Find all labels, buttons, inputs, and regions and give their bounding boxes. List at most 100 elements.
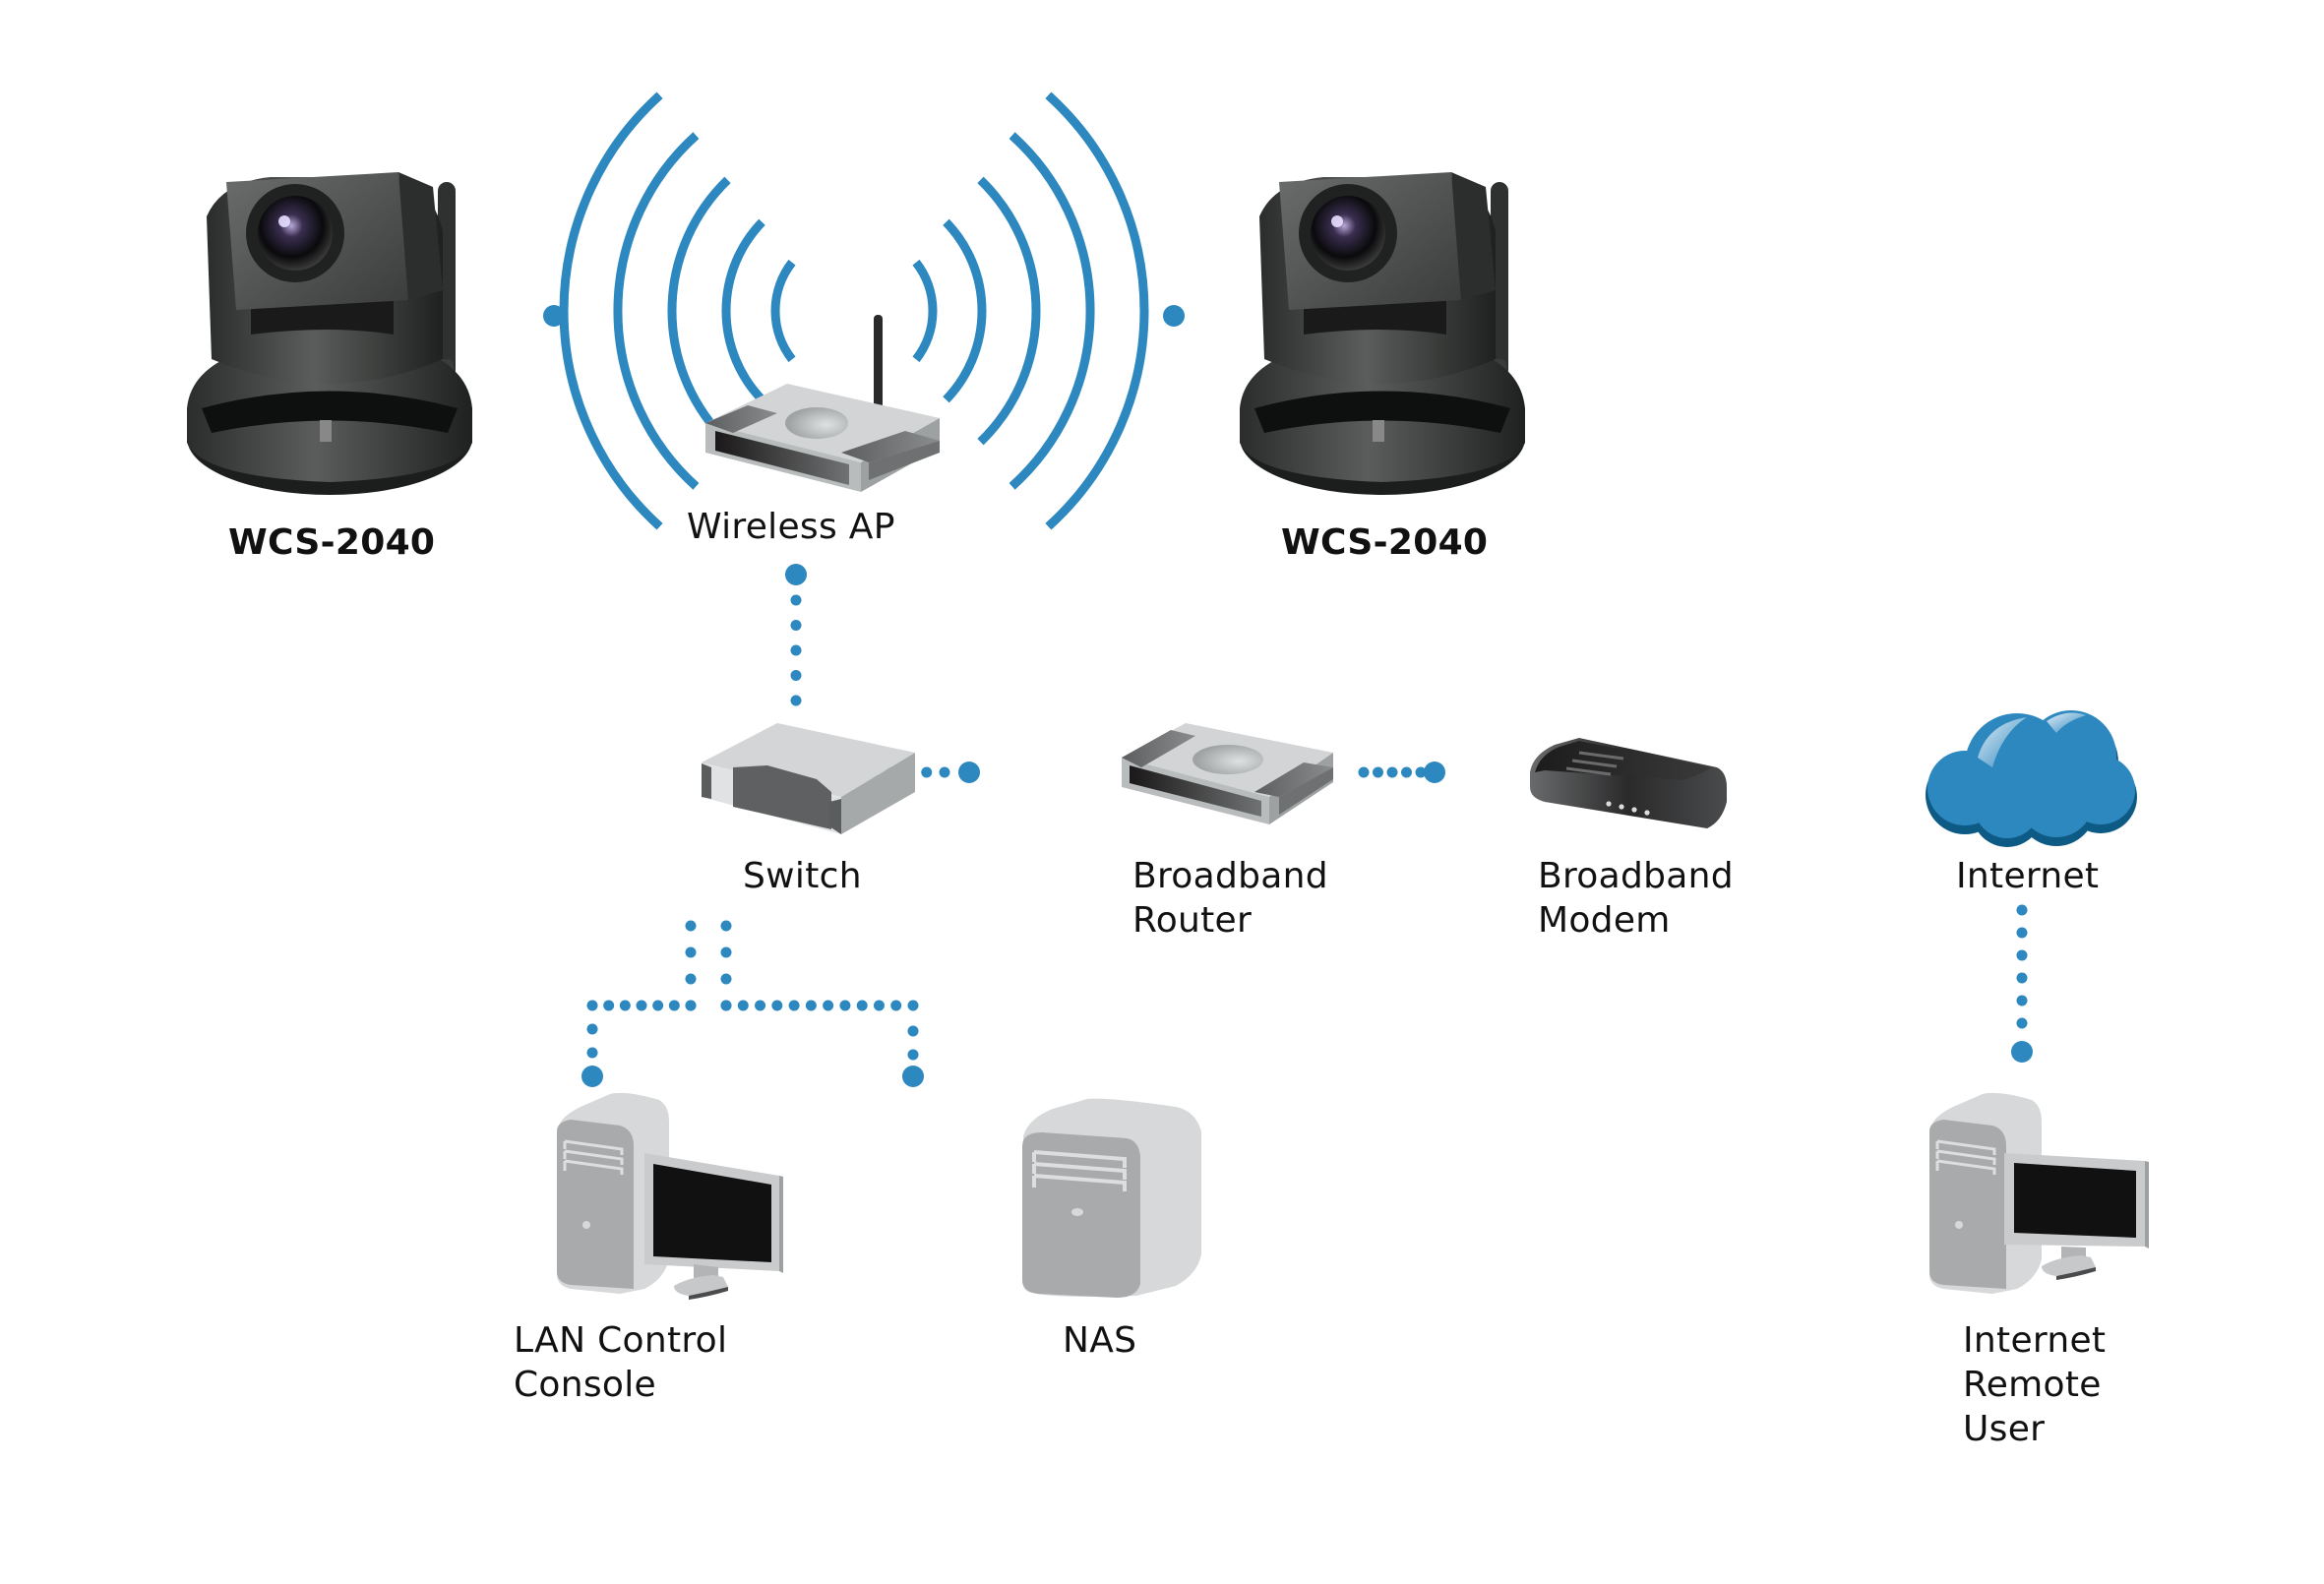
- server-tower-icon: [1022, 1098, 1201, 1298]
- desktop-computer-icon: [557, 1092, 783, 1300]
- link-dot: [2016, 972, 2028, 984]
- modem-icon: [1530, 738, 1727, 828]
- link-dot: [720, 946, 732, 958]
- link-dot: [755, 1000, 766, 1011]
- node-label-lan-console: LAN Control Console: [514, 1318, 727, 1407]
- link-dot: [2016, 1017, 2028, 1029]
- node-label-broadband-modem: Broadband Modem: [1538, 854, 1734, 943]
- link-dot: [839, 1000, 851, 1011]
- link-endpoint-dot: [1424, 762, 1445, 783]
- link-endpoint-dot: [2011, 1041, 2033, 1063]
- link-dot: [907, 1000, 919, 1011]
- label-line: Broadband: [1132, 856, 1328, 896]
- link-dot: [668, 1000, 680, 1011]
- label-line: Remote: [1963, 1365, 2102, 1405]
- label-line: Router: [1132, 900, 1253, 941]
- link-dot: [652, 1000, 664, 1011]
- link-dot: [720, 1000, 732, 1011]
- wireless-endpoint-dot: [543, 305, 565, 327]
- link-dot: [586, 1047, 598, 1059]
- signal-wave-left: [667, 176, 731, 446]
- link-dot: [2016, 949, 2028, 961]
- link-dot: [685, 920, 697, 932]
- label-line: WCS-2040: [228, 522, 436, 563]
- label-line: NAS: [1063, 1320, 1137, 1361]
- link-dot: [771, 1000, 783, 1011]
- link-dot: [685, 973, 697, 985]
- cloud-icon: [1926, 710, 2137, 847]
- link-dot: [586, 1000, 598, 1011]
- link-dot: [805, 1000, 817, 1011]
- signal-wave-left: [721, 218, 765, 403]
- link-dot: [856, 1000, 868, 1011]
- label-line: Broadband: [1538, 856, 1734, 896]
- signal-wave-left: [559, 91, 663, 530]
- link-dot: [636, 1000, 647, 1011]
- label-line: Internet: [1963, 1320, 2107, 1361]
- signal-wave-right: [1045, 91, 1149, 530]
- signal-wave-right: [977, 176, 1041, 446]
- signal-wave-right: [943, 218, 987, 403]
- link-dot: [720, 920, 732, 932]
- link-dot: [921, 766, 933, 778]
- link-dot: [1401, 766, 1412, 778]
- link-dot: [685, 946, 697, 958]
- link-dot: [873, 1000, 885, 1011]
- node-label-camera-right: WCS-2040: [1281, 520, 1488, 565]
- link-dot: [790, 644, 802, 656]
- link-dot: [823, 1000, 834, 1011]
- wireless-signal-waves: [559, 91, 1149, 530]
- link-endpoint-dot: [581, 1066, 603, 1087]
- router-icon: [1122, 723, 1333, 824]
- node-label-internet: Internet: [1956, 854, 2099, 898]
- label-line: User: [1963, 1409, 2046, 1449]
- link-dot: [1373, 766, 1383, 778]
- link-dot: [939, 766, 950, 778]
- link-dot: [907, 1025, 919, 1037]
- node-label-switch: Switch: [743, 854, 862, 898]
- link-dot: [603, 1000, 615, 1011]
- node-label-remote-user: Internet Remote User: [1963, 1318, 2106, 1451]
- link-endpoint-dot: [902, 1066, 924, 1087]
- wireless-endpoint-dot: [1163, 305, 1185, 327]
- ip-camera-icon: [187, 172, 472, 495]
- node-label-camera-left: WCS-2040: [228, 520, 435, 565]
- link-dot: [737, 1000, 749, 1011]
- label-line: Internet: [1956, 856, 2100, 896]
- link-dot: [788, 1000, 800, 1011]
- node-label-nas: NAS: [1063, 1318, 1136, 1363]
- link-dot: [790, 594, 802, 606]
- desktop-computer-icon: [1929, 1092, 2149, 1294]
- link-dot: [685, 1000, 697, 1011]
- signal-wave-left: [770, 259, 796, 363]
- link-dot: [586, 1023, 598, 1035]
- signal-wave-left: [613, 132, 700, 490]
- link-endpoint-dot: [785, 564, 807, 585]
- signal-wave-right: [912, 259, 938, 363]
- label-line: Modem: [1538, 900, 1671, 941]
- node-label-broadband-router: Broadband Router: [1132, 854, 1328, 943]
- link-dot: [790, 670, 802, 681]
- link-dot: [907, 1049, 919, 1061]
- link-dot: [790, 695, 802, 706]
- label-line: LAN Control: [514, 1320, 728, 1361]
- signal-wave-right: [1009, 132, 1095, 490]
- label-line: Switch: [743, 856, 862, 896]
- link-endpoint-dot: [958, 762, 980, 783]
- label-line: Wireless AP: [687, 507, 895, 547]
- link-dot: [1386, 766, 1398, 778]
- node-label-wireless-ap: Wireless AP: [687, 505, 895, 549]
- link-dot: [2016, 904, 2028, 916]
- link-dot: [720, 973, 732, 985]
- label-line: Console: [514, 1365, 657, 1405]
- link-dot: [2016, 927, 2028, 939]
- label-line: WCS-2040: [1281, 522, 1489, 563]
- link-dot: [890, 1000, 902, 1011]
- network-switch-icon: [702, 723, 915, 834]
- link-dot: [2016, 995, 2028, 1006]
- ip-camera-icon: [1240, 172, 1525, 495]
- link-dot: [1358, 766, 1370, 778]
- wireless-router-icon: [705, 315, 940, 492]
- link-dot: [790, 620, 802, 631]
